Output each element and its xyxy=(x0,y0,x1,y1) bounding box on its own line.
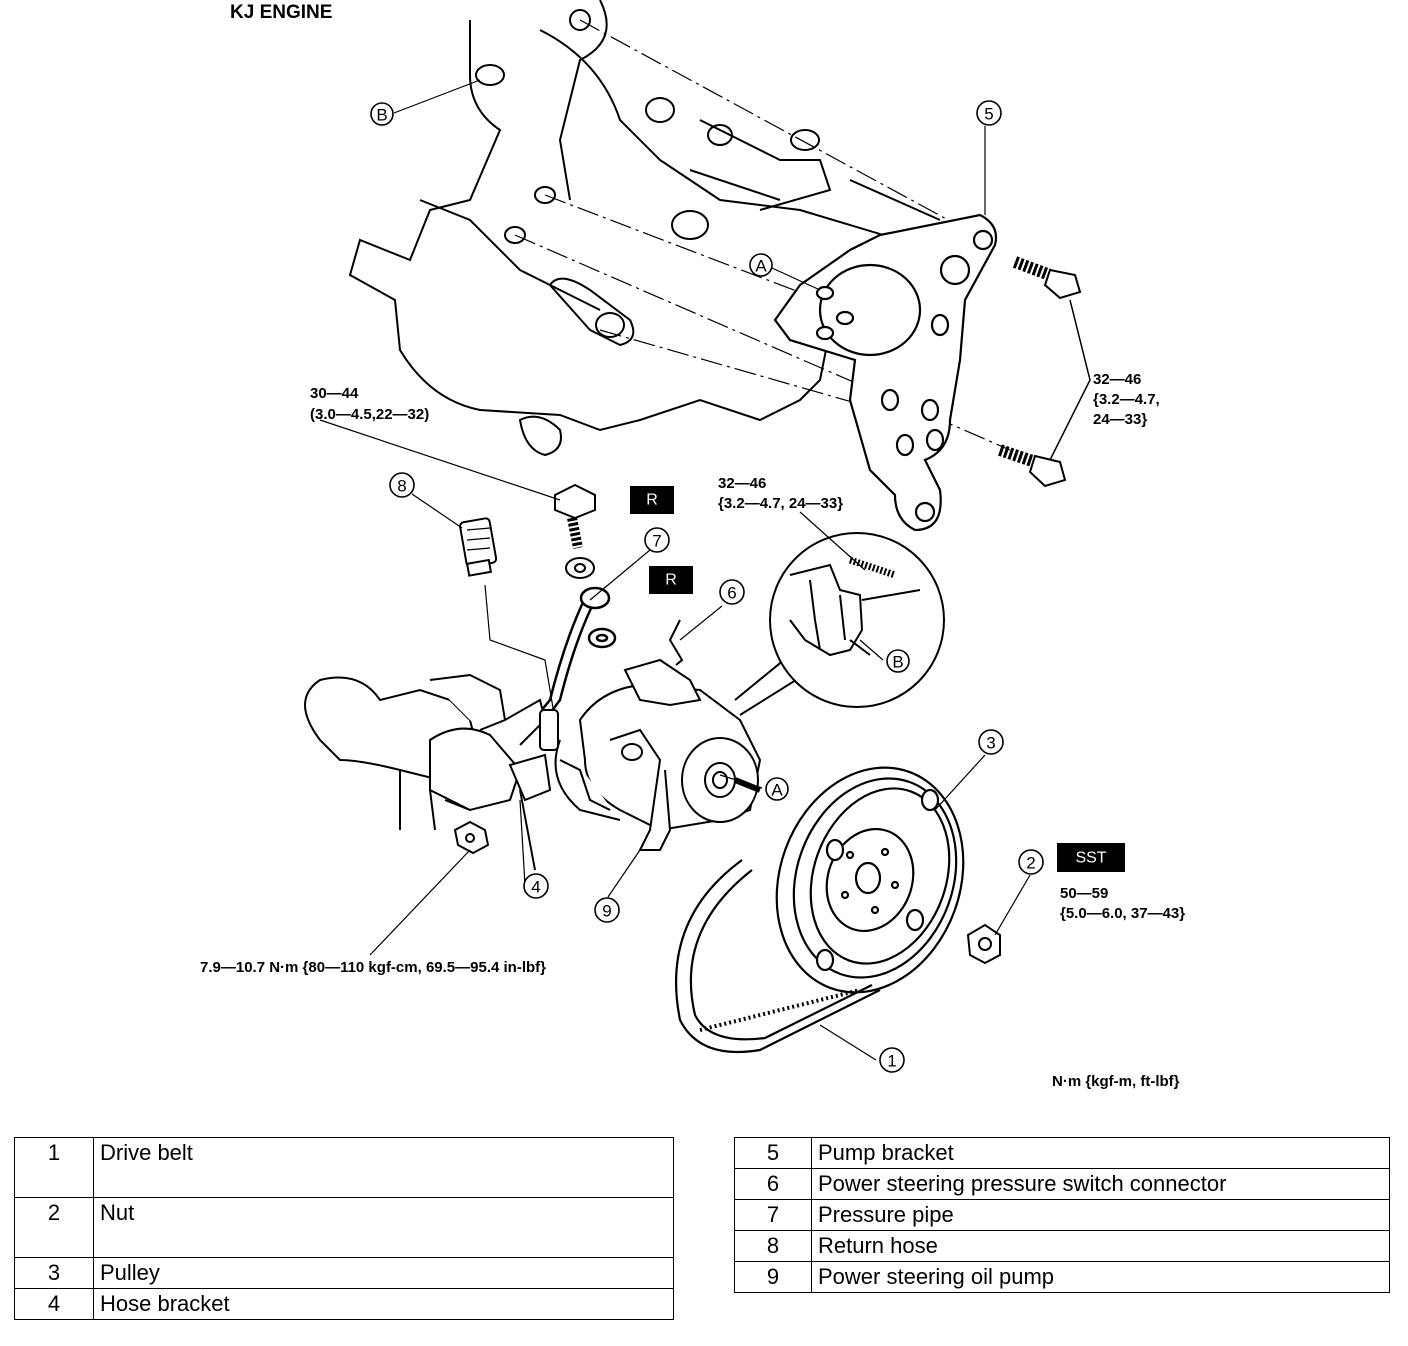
svg-text:50—59: 50—59 xyxy=(1060,885,1108,902)
svg-text:9: 9 xyxy=(602,902,611,921)
torque-hose-nut: 7.9—10.7 N·m {80—110 kgf-cm, 69.5—95.4 i… xyxy=(200,959,546,976)
callout-8: 8 xyxy=(389,472,415,498)
callout-a-pump: A xyxy=(765,777,789,801)
svg-text:B: B xyxy=(376,106,387,125)
tag-r-pipe: R xyxy=(649,566,693,594)
tag-r-bolt: R xyxy=(630,486,674,514)
legend-label: Nut xyxy=(93,1197,674,1258)
svg-text:7: 7 xyxy=(652,532,661,551)
svg-text:(3.0—4.5,22—32): (3.0—4.5,22—32) xyxy=(310,406,429,423)
tag-sst: SST xyxy=(1057,843,1125,872)
svg-text:5: 5 xyxy=(984,105,993,124)
svg-text:R: R xyxy=(646,492,658,509)
legend-label: Pump bracket xyxy=(811,1137,1390,1169)
svg-text:R: R xyxy=(665,572,677,589)
torque-bolt8: 30—44 (3.0—4.5,22—32) xyxy=(310,385,429,423)
legend-num: 4 xyxy=(14,1288,94,1320)
pulley-nut xyxy=(966,923,1001,965)
callout-5: 5 xyxy=(976,100,1002,126)
svg-text:{3.2—4.7, 24—33}: {3.2—4.7, 24—33} xyxy=(718,495,843,512)
callout-4: 4 xyxy=(523,873,549,899)
legend-num: 9 xyxy=(734,1261,812,1293)
svg-text:{5.0—6.0, 37—43}: {5.0—6.0, 37—43} xyxy=(1060,905,1185,922)
legend-num: 5 xyxy=(734,1137,812,1169)
legend-label: Hose bracket xyxy=(93,1288,674,1320)
switch-connector-clip xyxy=(668,619,684,666)
svg-text:30—44: 30—44 xyxy=(310,385,359,402)
svg-text:SST: SST xyxy=(1075,850,1106,867)
legend-label: Power steering oil pump xyxy=(811,1261,1390,1293)
svg-text:3: 3 xyxy=(986,734,995,753)
legend-label: Pressure pipe xyxy=(811,1199,1390,1231)
hose-bracket xyxy=(508,753,552,871)
pump-bracket xyxy=(773,213,998,532)
callout-9: 9 xyxy=(594,897,620,923)
engine-block xyxy=(348,0,981,457)
bracket-torque-leader xyxy=(1049,299,1091,461)
svg-text:6: 6 xyxy=(727,584,736,603)
legend-num: 3 xyxy=(14,1257,94,1289)
svg-text:32—46: 32—46 xyxy=(1093,371,1141,388)
svg-text:8: 8 xyxy=(397,477,406,496)
legend-label: Power steering pressure switch connector xyxy=(811,1168,1390,1200)
svg-text:2: 2 xyxy=(1026,854,1035,873)
return-hose-leader xyxy=(484,584,556,721)
callout-7: 7 xyxy=(644,527,670,553)
legend-num: 8 xyxy=(734,1230,812,1262)
switch-detail-view xyxy=(734,532,945,716)
pipe-bolt xyxy=(554,483,596,579)
callout-3: 3 xyxy=(978,729,1004,755)
callout-1: 1 xyxy=(879,1047,905,1073)
return-hose-fitting xyxy=(459,517,498,577)
hose-assembly xyxy=(304,673,547,831)
legend-num: 2 xyxy=(14,1197,94,1258)
svg-text:{3.2—4.7,: {3.2—4.7, xyxy=(1093,391,1160,408)
drive-belt xyxy=(675,859,881,1054)
legend-num: 1 xyxy=(14,1137,94,1198)
exploded-diagram: KJ ENGINE xyxy=(200,0,1185,1090)
callout-b-detail: B xyxy=(886,649,910,673)
svg-text:4: 4 xyxy=(531,878,540,897)
torque-units-note: N·m {kgf-m, ft-lbf} xyxy=(1052,1073,1180,1090)
callout-leaders xyxy=(319,79,1031,1061)
callout-6: 6 xyxy=(719,579,745,605)
legend-label: Pulley xyxy=(93,1257,674,1289)
svg-text:A: A xyxy=(755,257,767,276)
pressure-pipe xyxy=(534,586,617,721)
diagram-title: KJ ENGINE xyxy=(230,2,332,23)
callout-b-engine: B xyxy=(370,102,394,126)
svg-text:B: B xyxy=(892,653,903,672)
callout-a-bracket: A xyxy=(749,253,773,277)
hose-bracket-nut xyxy=(453,820,490,855)
bracket-bolt-lower xyxy=(998,444,1067,488)
torque-switch: 32—46 {3.2—4.7, 24—33} xyxy=(718,475,843,512)
pulley xyxy=(775,766,965,994)
legend-label: Drive belt xyxy=(93,1137,674,1198)
svg-text:A: A xyxy=(771,781,783,800)
svg-text:32—46: 32—46 xyxy=(718,475,766,492)
oil-pump xyxy=(539,658,762,851)
callout-2: 2 xyxy=(1018,849,1044,875)
hose-nut-leader xyxy=(369,849,471,956)
svg-text:1: 1 xyxy=(887,1052,896,1071)
torque-bracket5: 32—46 {3.2—4.7, 24—33} xyxy=(1093,371,1160,428)
legend-label: Return hose xyxy=(811,1230,1390,1262)
legend-num: 6 xyxy=(734,1168,812,1200)
bracket-bolt-upper xyxy=(1012,256,1082,300)
svg-text:24—33}: 24—33} xyxy=(1093,411,1147,428)
legend-num: 7 xyxy=(734,1199,812,1231)
torque-nut2: 50—59 {5.0—6.0, 37—43} xyxy=(1060,885,1185,922)
